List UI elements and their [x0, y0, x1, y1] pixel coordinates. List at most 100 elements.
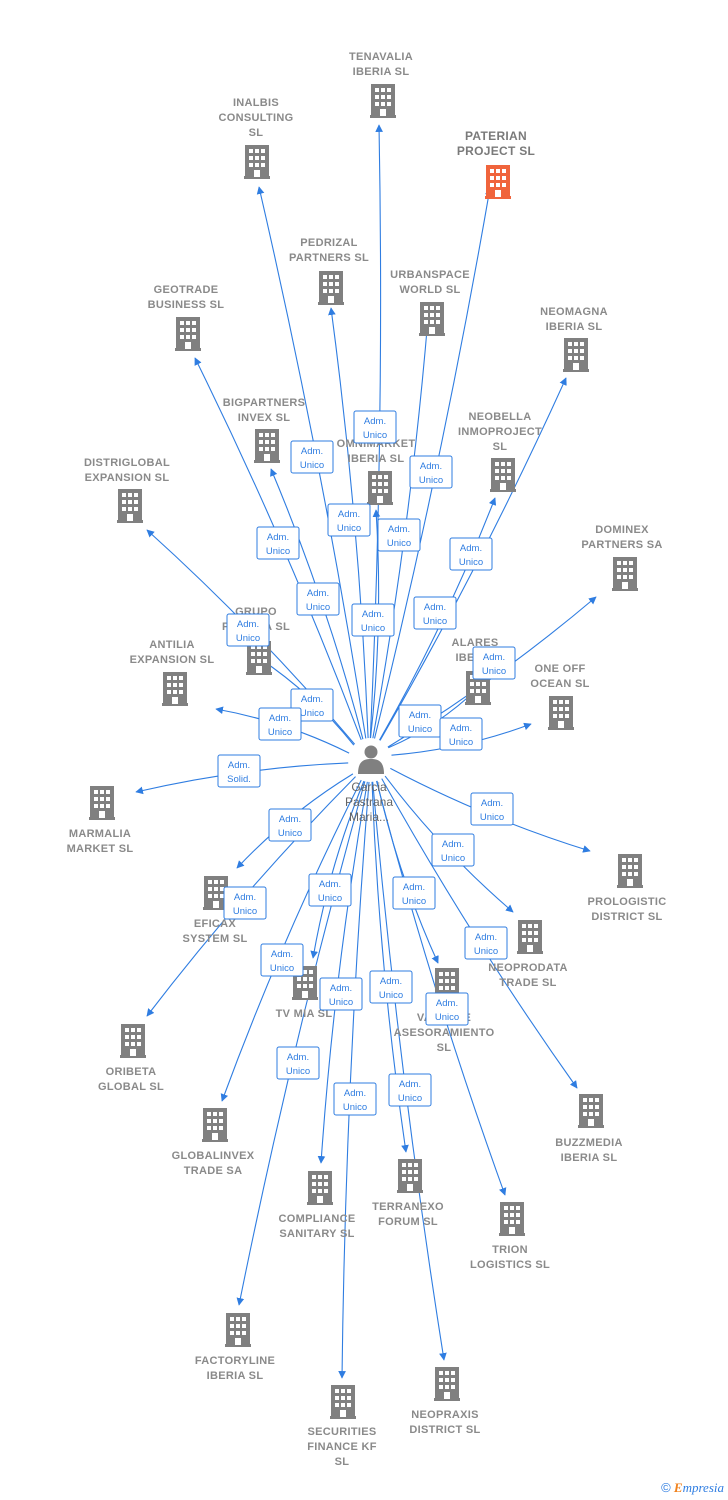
role-badge-paterian[interactable]: Adm.Unico [409, 455, 453, 489]
role-text-line: Unico [268, 727, 292, 738]
role-badge-distriglobal[interactable]: Adm.Unico [226, 613, 270, 647]
copyright-icon: © [661, 1480, 671, 1495]
role-text-line: Unico [482, 666, 506, 677]
building-icon [612, 557, 638, 591]
company-label-line: IBERIA SL [348, 453, 405, 465]
company-node-tvmia[interactable]: TV MIA SL [276, 966, 333, 1020]
role-badge-compliance[interactable]: Adm.Unico [319, 977, 363, 1011]
building-icon [367, 471, 393, 505]
company-label-line: ORIBETA [106, 1066, 157, 1078]
role-badge-geotrade[interactable]: Adm.Unico [256, 526, 300, 560]
role-text-line: Unico [337, 523, 361, 534]
role-text-line: Adm. [450, 723, 472, 734]
role-badge-box [351, 603, 395, 637]
role-text-line: Adm. [475, 932, 497, 943]
company-label-line: EXPANSION SL [130, 654, 215, 666]
role-badge-dominex[interactable]: Adm.Unico [472, 646, 516, 680]
role-badge-pedrizal[interactable]: Adm.Unico [327, 503, 371, 537]
role-text-line: Adm. [481, 798, 503, 809]
role-badge-buzzmedia[interactable]: Adm.Unico [464, 926, 508, 960]
role-badge-box [256, 526, 300, 560]
role-badge-marmalia[interactable]: Adm.Solid. [217, 754, 261, 788]
company-label-line: SL [335, 1456, 350, 1468]
role-badge-box [260, 943, 304, 977]
role-badge-bigpartners[interactable]: Adm.Unico [296, 582, 340, 616]
building-icon [307, 1171, 333, 1205]
building-icon [370, 84, 396, 118]
company-node-oribeta[interactable]: ORIBETA GLOBAL SL [98, 1024, 164, 1093]
building-icon [499, 1202, 525, 1236]
role-badge-eficax[interactable]: Adm.Unico [268, 808, 312, 842]
role-badge-neoprodata[interactable]: Adm.Unico [431, 833, 475, 867]
person-label-line-2: Pastrana [345, 795, 393, 809]
role-text-line: Unico [236, 633, 260, 644]
edge-globalinvex [220, 779, 362, 1102]
role-badge-neopraxis[interactable]: Adm.Unico [388, 1073, 432, 1107]
role-badge-inalbis[interactable]: Adm.Unico [290, 440, 334, 474]
role-text-line: Unico [278, 828, 302, 839]
building-icon [330, 1385, 356, 1419]
role-badge-oneoff[interactable]: Adm. Unico [439, 717, 483, 751]
role-badge-globalinvex[interactable]: Adm.Unico [260, 943, 304, 977]
role-badge-oribeta[interactable]: Adm.Unico [223, 886, 267, 920]
company-label-line: SL [437, 1042, 452, 1054]
building-icon [120, 1024, 146, 1058]
company-label-line: GLOBALINVEX [172, 1150, 255, 1162]
role-badge-neobella[interactable]: Adm.Unico [413, 596, 457, 630]
building-icon [578, 1094, 604, 1128]
role-badge-trion[interactable]: Adm.Unico [425, 992, 469, 1026]
company-label-line: GLOBAL SL [98, 1081, 164, 1093]
role-badge-neomagna[interactable]: Adm.Unico [449, 537, 493, 571]
role-badge-alares[interactable]: Adm.Unico [398, 704, 442, 738]
role-badge-terranexo[interactable]: Adm.Unico [369, 970, 413, 1004]
role-text-line: Unico [435, 1012, 459, 1023]
building-icon [225, 1313, 251, 1347]
role-text-line: Unico [449, 737, 473, 748]
role-badge-box [223, 886, 267, 920]
role-badge-urbanspace[interactable]: Adm.Unico [377, 518, 421, 552]
center-person[interactable]: Garcia Pastrana Maria... [345, 745, 393, 825]
role-badge-omnimarket[interactable]: Adm.Unico [351, 603, 395, 637]
company-label-line: LOGISTICS SL [470, 1259, 550, 1271]
company-label-line: NEOBELLA [469, 411, 532, 423]
company-label-line: CONSULTING [219, 112, 294, 124]
role-badge-vantage[interactable]: Adm.Unico [392, 876, 436, 910]
role-badge-tenavalia[interactable]: Adm.Unico [353, 410, 397, 444]
role-badge-box [276, 1046, 320, 1080]
role-badge-antilia[interactable]: Adm.Unico [258, 707, 302, 741]
role-badge-securities[interactable]: Adm.Unico [333, 1082, 377, 1116]
role-badge-prologistic[interactable]: Adm.Unico [470, 792, 514, 826]
role-text-line: Adm. [271, 949, 293, 960]
role-badge-factoryline[interactable]: Adm.Unico [276, 1046, 320, 1080]
role-badge-tvmia[interactable]: Adm.Unico [308, 873, 352, 907]
role-text-line: Unico [329, 997, 353, 1008]
role-text-line: Adm. [307, 588, 329, 599]
role-text-line: Unico [423, 616, 447, 627]
